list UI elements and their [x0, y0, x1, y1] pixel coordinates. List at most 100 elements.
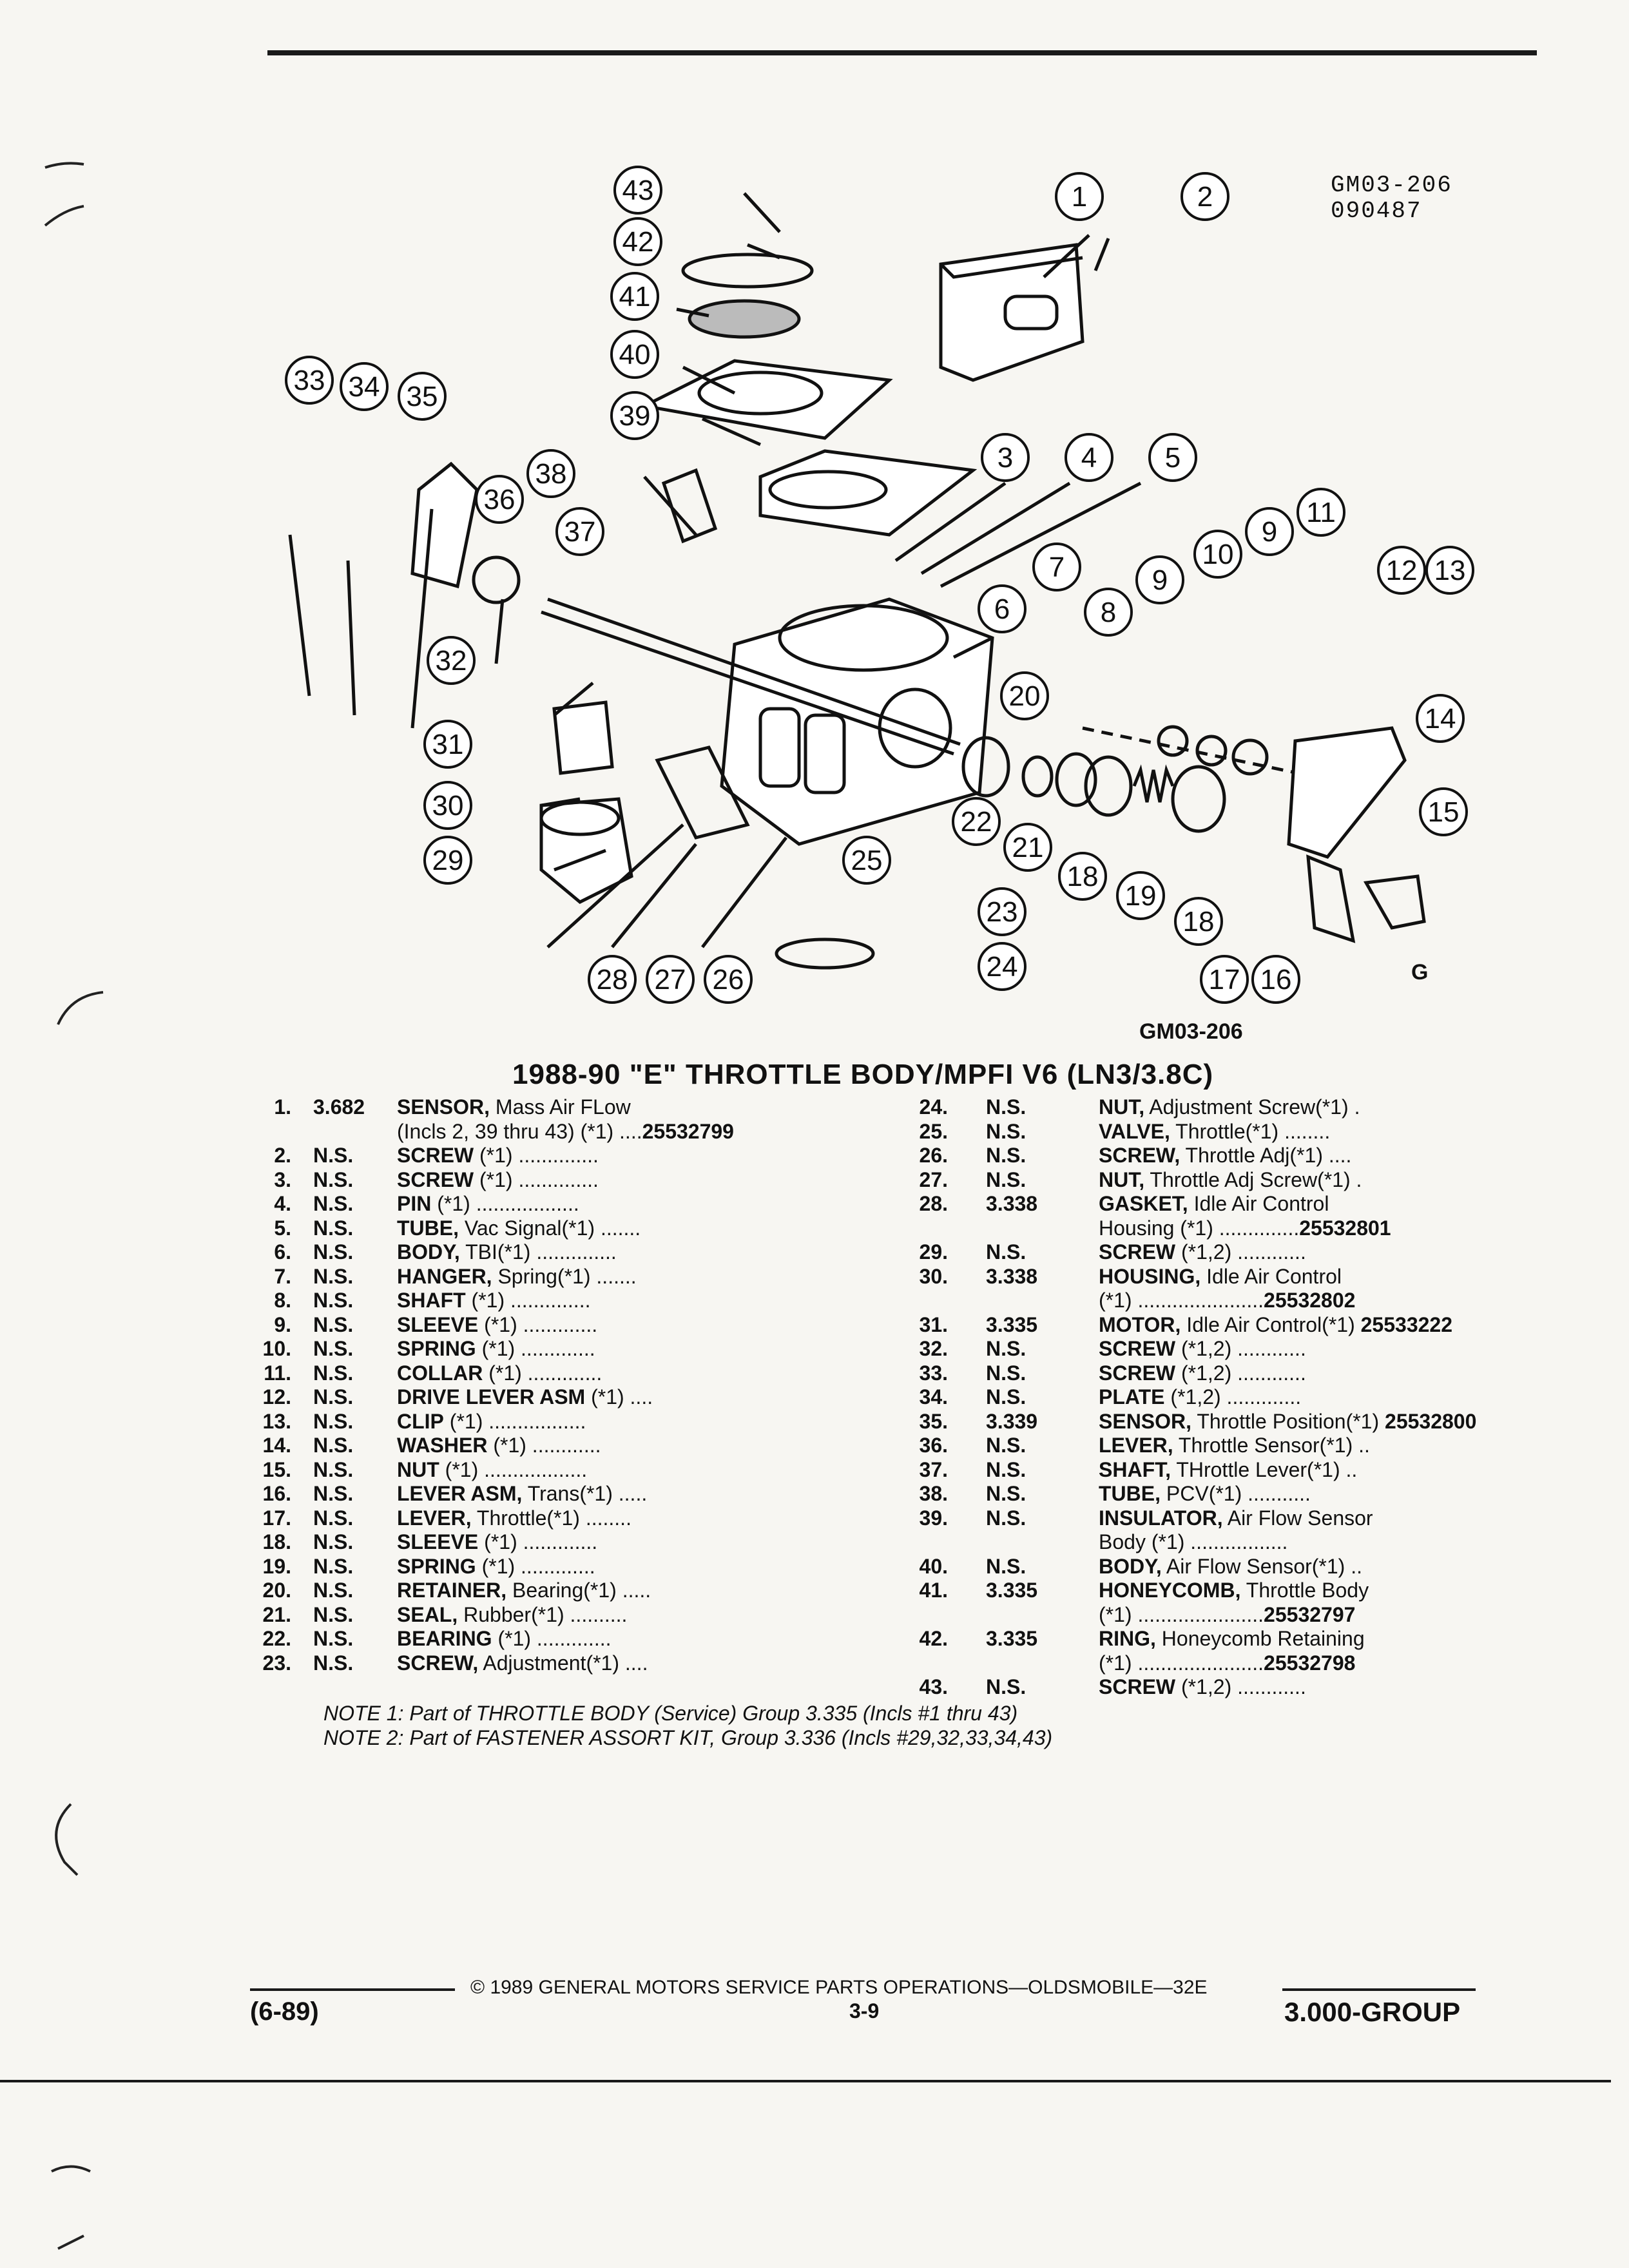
part-description: SCREW (*1) ..............	[397, 1168, 863, 1193]
part-group	[300, 1120, 397, 1144]
callout: 14	[1416, 694, 1465, 743]
part-group: N.S.	[986, 1240, 1027, 1264]
part-group	[957, 1603, 1099, 1628]
part-name: INSULATOR,	[1099, 1506, 1223, 1530]
part-name: SCREW	[397, 1168, 474, 1191]
part-detail: Idle Air Control	[1193, 1192, 1329, 1215]
part-detail: TBI(*1)	[465, 1240, 531, 1264]
part-description: BEARING (*1) .............	[397, 1627, 863, 1651]
part-detail: Honeycomb Retaining	[1161, 1627, 1365, 1650]
part-number-index: 14.	[262, 1434, 291, 1457]
part-number-index	[892, 1603, 957, 1628]
parts-row: 4.N.S.PIN (*1) ..................	[245, 1192, 863, 1216]
part-description: (*1) ......................25532797	[1099, 1603, 1530, 1628]
callout: 4	[1065, 433, 1113, 482]
part-number-index: 11.	[264, 1361, 291, 1385]
part-description: WASHER (*1) ............	[397, 1434, 863, 1458]
part-group: N.S.	[986, 1361, 1027, 1385]
exploded-diagram: 1 2 3 4 5 6 7 8 9 9 10 11 12 13 14 15 16…	[285, 166, 1474, 1004]
part-name: BEARING	[397, 1627, 492, 1650]
dot-leader: ............	[1237, 1675, 1306, 1698]
parts-row: 39.N.S.INSULATOR, Air Flow Sensor	[892, 1506, 1530, 1531]
part-name: SPRING	[397, 1554, 476, 1578]
part-number-index: 33.	[919, 1361, 948, 1385]
callout: 36	[475, 475, 524, 524]
dot-leader: ..............	[1219, 1216, 1300, 1240]
part-name: SCREW	[1099, 1675, 1176, 1698]
svg-text:18: 18	[1183, 906, 1215, 937]
svg-text:10: 10	[1202, 539, 1234, 570]
part-name: SCREW,	[397, 1651, 479, 1675]
callout: 37	[555, 507, 604, 556]
parts-row: 36.N.S.LEVER, Throttle Sensor(*1) ..	[892, 1434, 1530, 1458]
dot-leader: .............	[521, 1554, 595, 1578]
dot-leader: .......	[600, 1216, 641, 1240]
parts-row: (*1) ......................25532797	[892, 1603, 1530, 1628]
callout: 35	[398, 372, 447, 421]
part-description: BODY, TBI(*1) ..............	[397, 1240, 863, 1265]
part-name: SCREW,	[1099, 1144, 1181, 1167]
part-number-index: 42.	[919, 1627, 948, 1650]
svg-text:7: 7	[1049, 552, 1065, 583]
svg-text:16: 16	[1260, 964, 1292, 995]
part-name: HANGER,	[397, 1264, 492, 1288]
part-group: N.S.	[313, 1240, 354, 1264]
parts-row: 23.N.S.SCREW, Adjustment(*1) ....	[245, 1651, 863, 1676]
part-number-index: 20.	[262, 1579, 291, 1602]
part-number: 25532801	[1299, 1216, 1391, 1240]
part-name: VALVE,	[1099, 1119, 1170, 1143]
parts-row: 24.N.S.NUT, Adjustment Screw(*1) .	[892, 1095, 1530, 1120]
part-description: LEVER, Throttle Sensor(*1) ..	[1099, 1434, 1530, 1458]
part-detail: (*1)	[471, 1289, 505, 1312]
part-number-index: 27.	[919, 1168, 948, 1191]
dot-leader: ............	[1237, 1337, 1306, 1360]
part-number-index	[892, 1289, 957, 1313]
part-number-index: 17.	[262, 1506, 291, 1530]
part-name: MOTOR,	[1099, 1312, 1181, 1336]
part-number-index: 23.	[262, 1651, 291, 1675]
parts-row: 40.N.S.BODY, Air Flow Sensor(*1) ..	[892, 1555, 1530, 1579]
svg-text:42: 42	[622, 226, 654, 258]
parts-row: 7.N.S.HANGER, Spring(*1) .......	[245, 1265, 863, 1289]
callout: 21	[1003, 823, 1052, 872]
part-description: MOTOR, Idle Air Control(*1) 25533222	[1099, 1313, 1530, 1338]
svg-text:5: 5	[1165, 442, 1181, 474]
diagram-code-block: GM03-206 090487	[1331, 173, 1452, 224]
svg-text:11: 11	[1306, 497, 1336, 528]
part-number-index: 38.	[919, 1482, 948, 1505]
part-name: TUBE,	[1099, 1482, 1161, 1505]
part-detail: (*1,2)	[1181, 1361, 1232, 1385]
parts-row: Housing (*1) ..............25532801	[892, 1216, 1530, 1241]
parts-row: 25.N.S.VALVE, Throttle(*1) ........	[892, 1120, 1530, 1144]
figure-caption: GM03-206	[1139, 1019, 1243, 1044]
dot-leader: ....	[619, 1119, 642, 1143]
part-description: (Incls 2, 39 thru 43) (*1) ....25532799	[397, 1120, 863, 1144]
part-name: NUT,	[1099, 1168, 1145, 1191]
part-detail: (*1)	[481, 1337, 516, 1360]
callout: 26	[704, 955, 753, 1004]
part-description: NUT, Adjustment Screw(*1) .	[1099, 1095, 1530, 1120]
part-name: SHAFT,	[1099, 1457, 1171, 1481]
part-detail: (*1)	[449, 1409, 483, 1433]
svg-text:9: 9	[1262, 516, 1277, 548]
parts-row: 3.N.S.SCREW (*1) ..............	[245, 1168, 863, 1193]
part-detail: Throttle Sensor(*1)	[1178, 1434, 1353, 1457]
part-group: N.S.	[986, 1482, 1027, 1505]
callout: 16	[1251, 955, 1300, 1004]
part-detail: Idle Air Control	[1206, 1264, 1342, 1288]
part-group: N.S.	[313, 1216, 354, 1240]
part-number-index: 12.	[262, 1385, 291, 1408]
dot-leader: ........	[1284, 1119, 1331, 1143]
part-group: N.S.	[986, 1095, 1027, 1119]
callout: 29	[423, 836, 472, 885]
part-description: DRIVE LEVER ASM (*1) ....	[397, 1385, 863, 1410]
part-number-index: 6.	[274, 1240, 291, 1264]
part-group: N.S.	[313, 1482, 354, 1505]
dot-leader: ......................	[1137, 1602, 1264, 1626]
dot-leader: ....	[1328, 1144, 1352, 1167]
callout: 22	[952, 797, 1001, 846]
part-description: INSULATOR, Air Flow Sensor	[1099, 1506, 1530, 1531]
parts-row: 33.N.S.SCREW (*1,2) ............	[892, 1361, 1530, 1386]
